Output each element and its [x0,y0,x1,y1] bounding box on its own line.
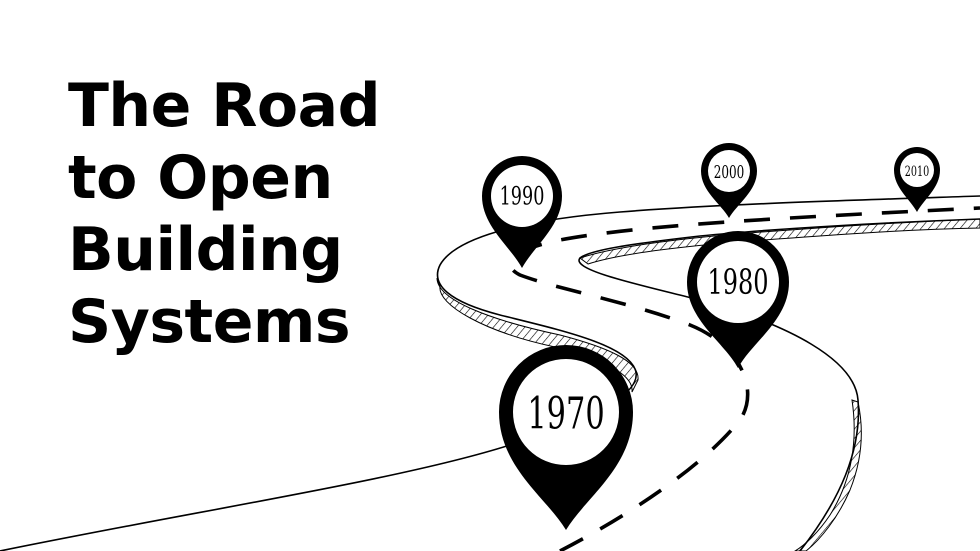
title-line: The Road [68,71,381,141]
road-curb-far [578,218,980,265]
title-line: to Open [68,143,333,213]
milestone-pin-1970: 1970 [499,345,633,530]
road-curb-left [436,277,639,393]
milestone-label: 2000 [714,162,745,183]
milestone-label: 1980 [707,263,768,304]
milestone-label: 1990 [500,183,545,212]
road [0,195,980,551]
milestone-pin-1990: 1990 [482,156,562,268]
road-edge-right [578,218,980,551]
title-line: Systems [68,287,351,357]
milestone-label: 2010 [905,163,929,179]
milestone-pin-2000: 2000 [701,143,757,218]
road-edge-left [0,195,980,551]
milestone-label: 1970 [527,388,604,439]
road-center-line [508,206,980,551]
milestone-pin-1980: 1980 [687,231,789,368]
title-line: Building [68,215,343,285]
road-curb-right [794,399,862,551]
page-title: The Road to Open Building Systems [68,70,381,358]
milestone-pin-2010: 2010 [894,147,940,212]
